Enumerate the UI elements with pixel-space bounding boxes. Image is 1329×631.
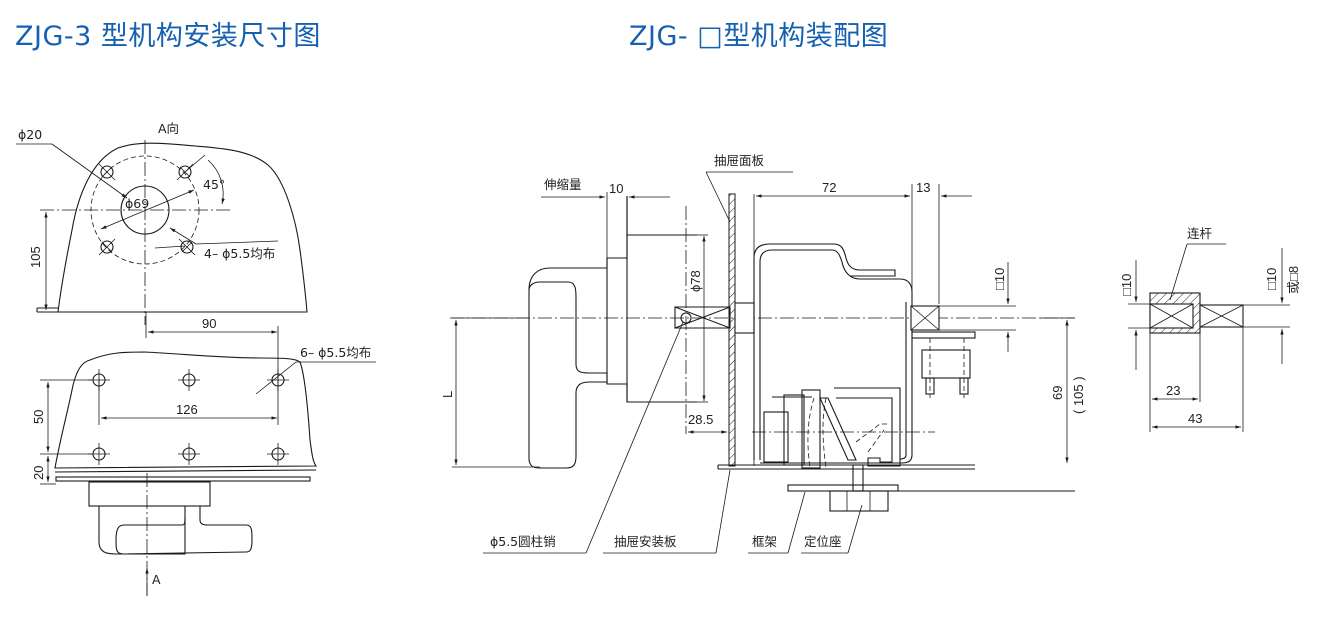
title-assembly-drawing: ZJG- □型机构装配图 (629, 21, 889, 52)
dim-50-label: 50 (31, 410, 46, 424)
pin-label: ϕ5.5圆柱销 (490, 534, 556, 549)
angle-label: 45° (203, 177, 225, 192)
holes-leader (169, 227, 197, 245)
phi20-label: ϕ20 (18, 127, 42, 142)
dim-13-label: 13 (916, 180, 930, 195)
locking-mechanism (763, 387, 901, 469)
locator-pin (852, 464, 864, 492)
locator-seat (829, 490, 889, 512)
holes-4-label: 4– ϕ5.5均布 (204, 246, 275, 261)
a-view-outline (36, 142, 308, 313)
dim-90-label: 90 (202, 316, 216, 331)
dim-28-5-label: 28.5 (688, 412, 713, 427)
pin-leader (585, 321, 684, 554)
bottom-view-outline (54, 351, 318, 555)
holes-6-label: 6– ϕ5.5均布 (300, 345, 371, 360)
link-sq10-or-label: □10 (1264, 268, 1279, 290)
dim-L-label: L (440, 391, 455, 398)
link-dim-23-label: 23 (1166, 383, 1180, 398)
drawer-panel (728, 193, 736, 467)
phi78-label: ϕ78 (688, 270, 703, 292)
locator-leader (847, 504, 863, 554)
link-leader (1169, 243, 1188, 301)
phi69-dimension (100, 189, 195, 230)
drawer-mount-plate-label: 抽屉安装板 (614, 534, 677, 549)
link-detail (1149, 292, 1290, 334)
title-installation-dimensions: ZJG-3 型机构安装尺寸图 (15, 21, 321, 52)
view-arrow-label: A (152, 572, 161, 587)
stroke-value: 10 (609, 181, 623, 196)
a-view-label: A向 (158, 121, 179, 136)
link-or-sq8-label: 或□8 (1286, 266, 1301, 294)
angle-arc (207, 159, 225, 205)
holes-leader-shelf (195, 240, 279, 245)
handle-body (528, 196, 697, 469)
frame-bracket (753, 243, 1016, 464)
frame-rail (787, 484, 899, 492)
dim-105-label: 105 (28, 246, 43, 268)
dim-72-label: 72 (822, 180, 836, 195)
dim-126-label: 126 (176, 402, 198, 417)
dim-20-label: 20 (31, 466, 46, 480)
locator-label: 定位座 (804, 534, 842, 549)
link-dim-43-label: 43 (1188, 411, 1202, 426)
frame-leader (787, 491, 806, 554)
dim-105-paren-label: ( 105 ) (1071, 376, 1086, 414)
mount-plate-leader (715, 469, 731, 554)
shaft-square-end (674, 306, 731, 329)
holes-leader-2 (154, 245, 186, 249)
holes-6-leader (255, 361, 297, 395)
phi20-leader (51, 143, 128, 199)
phi69-label: ϕ69 (125, 196, 149, 211)
link-sq10-label: □10 (1119, 274, 1134, 296)
panel-leader (705, 171, 731, 223)
frame-label: 框架 (752, 534, 777, 549)
sq10-label-a: □10 (992, 268, 1007, 290)
mounting-holes-4 (98, 163, 196, 256)
link-label: 连杆 (1187, 226, 1213, 241)
pcd-circle (90, 155, 200, 265)
angle-ref-line (184, 154, 206, 173)
shaft-bushing (734, 302, 755, 334)
stroke-label: 伸缩量 (544, 177, 582, 192)
drawer-panel-label: 抽屉面板 (714, 153, 765, 168)
dim-69-label: 69 (1050, 386, 1065, 400)
mounting-holes-6 (88, 369, 289, 465)
